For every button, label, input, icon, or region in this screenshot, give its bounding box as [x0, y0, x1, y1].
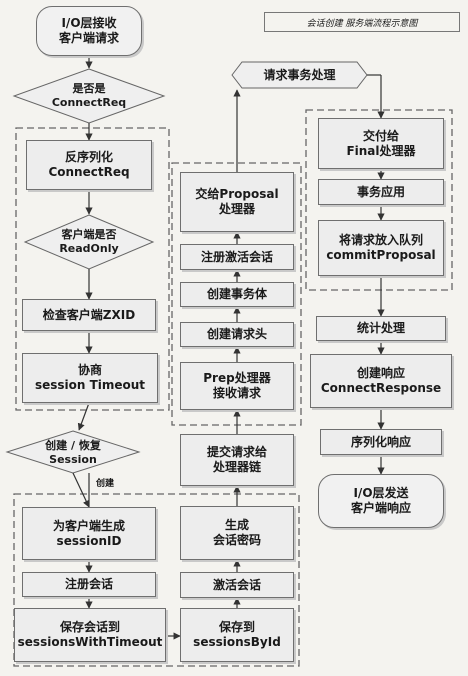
group-bottom [13, 493, 300, 667]
decision-shape-readonly [23, 214, 155, 270]
text-line: 协商 [77, 363, 102, 377]
text-line: 序列化响应 [350, 434, 411, 449]
text-line: sessionsById [193, 635, 281, 649]
text-line: 注册会话 [64, 577, 113, 591]
node-prep: Prep处理器接收请求 [180, 362, 294, 410]
text-line: 处理器 [218, 202, 255, 216]
node-create-header: 创建请求头 [180, 322, 294, 347]
text-line: commitProposal [326, 248, 436, 262]
node-serialize: 序列化响应 [320, 429, 442, 455]
text-line: 创建事务体 [206, 287, 267, 301]
decision-shape-session [5, 430, 141, 474]
text-line: 反序列化 [64, 150, 113, 164]
text-line: 创建请求头 [206, 327, 267, 341]
text-line: 激活会话 [212, 577, 261, 592]
text-line: 生成 [224, 518, 249, 532]
text-line: 处理器链 [212, 460, 261, 474]
text-line: 交给Proposal [195, 187, 279, 201]
decision-shape-connectreq [12, 68, 166, 124]
text-line: ConnectReq [48, 165, 130, 179]
text-line: 将请求放入队列 [338, 233, 423, 247]
text-line: 创建响应 [356, 366, 405, 380]
diagram-title: 会话创建 服务端流程示意图 [264, 12, 460, 32]
node-txn-process: 请求事务处理 [232, 62, 367, 88]
node-register-activate: 注册激活会话 [180, 244, 294, 270]
group-right-upper [305, 109, 453, 291]
text-line: 提交请求给 [206, 445, 267, 459]
text-line: sessionID [56, 533, 122, 548]
node-create-txn: 创建事务体 [180, 282, 294, 307]
text-line: 客户端响应 [350, 501, 411, 515]
text-line: ConnectResponse [320, 381, 442, 395]
text-line: 会话密码 [212, 533, 261, 547]
text-line: I/O层接收 [61, 16, 117, 30]
text-line: 接收请求 [212, 386, 261, 400]
text-line: 为客户端生成 [52, 518, 125, 533]
text-line: 保存会话到 [59, 620, 120, 634]
edge-label-create: 创建 [96, 479, 115, 489]
text-line: Prep处理器 [203, 371, 271, 385]
text-line: 注册激活会话 [200, 249, 273, 264]
node-stats: 统计处理 [316, 316, 446, 341]
group-left-upper [15, 127, 170, 411]
node-check-zxid: 检查客户端ZXID [22, 299, 156, 331]
text-line: sessionsWithTimeout [17, 635, 163, 649]
text-line: session Timeout [34, 378, 146, 392]
text-line: 统计处理 [356, 321, 405, 335]
node-gen-password: 生成会话密码 [180, 506, 294, 560]
text-line: 交付给 [362, 128, 399, 143]
node-submit-chain: 提交请求给处理器链 [180, 434, 294, 486]
text-line: 客户端请求 [58, 31, 119, 45]
text-line: Final处理器 [346, 143, 416, 158]
text-line: I/O层发送 [353, 486, 409, 500]
text-line: 事务应用 [356, 184, 405, 199]
node-apply-txn: 事务应用 [318, 179, 444, 205]
text-line: 保存到 [218, 620, 255, 634]
node-io-send: I/O层发送客户端响应 [318, 474, 444, 528]
node-register-session: 注册会话 [22, 572, 156, 597]
node-activate-session: 激活会话 [180, 572, 294, 598]
text-line: 请求事务处理 [263, 67, 336, 82]
node-io-receive: I/O层接收客户端请求 [36, 6, 142, 56]
text-line: 检查客户端ZXID [42, 307, 136, 322]
